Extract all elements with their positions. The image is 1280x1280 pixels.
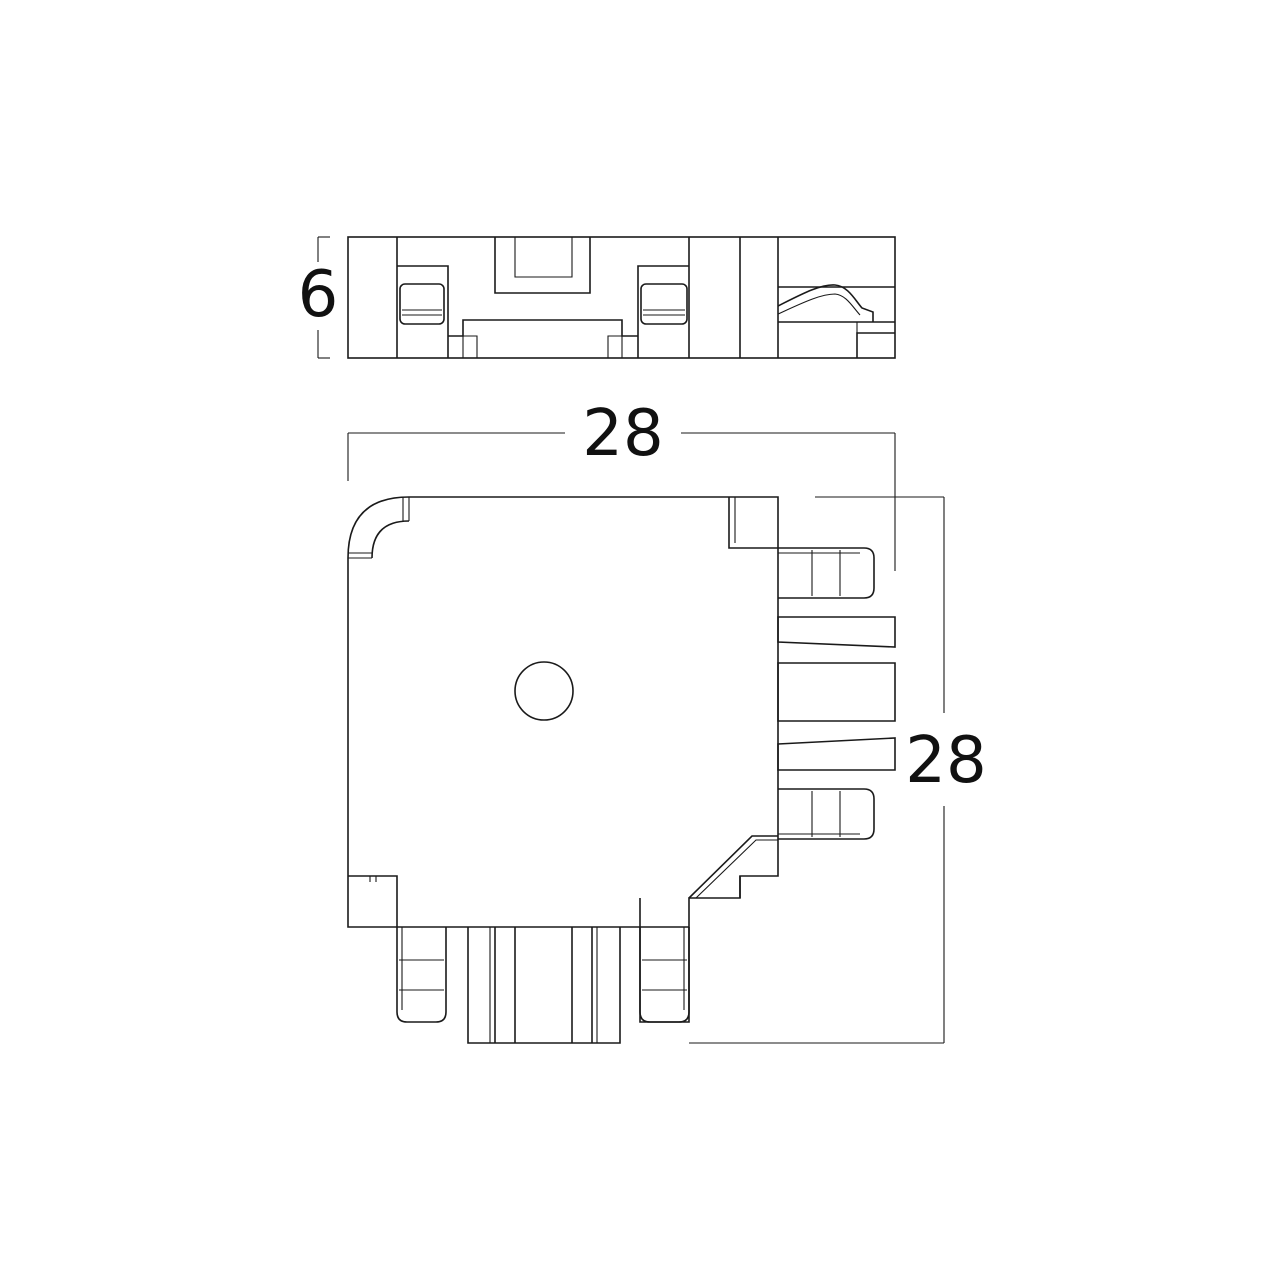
- dimension-height-label: 6: [298, 258, 339, 332]
- clip-right-upper: [778, 547, 875, 599]
- dimension-depth: 28: [689, 496, 987, 1044]
- side-view: [347, 236, 896, 359]
- dimension-depth-label: 28: [905, 724, 986, 798]
- dimension-height: 6: [298, 236, 339, 359]
- side-clip-left: [397, 265, 449, 358]
- corner-detail-top-left: [348, 497, 410, 559]
- dimension-width-label: 28: [582, 397, 663, 471]
- clip-bottom-right: [639, 927, 690, 1023]
- clip-right-lower: [778, 788, 875, 840]
- side-spring-contact: [777, 284, 895, 358]
- clip-bottom-left: [396, 927, 447, 1023]
- mounting-hole: [514, 661, 574, 721]
- bottom-connector: [408, 926, 689, 1044]
- right-pins: [777, 616, 896, 771]
- top-view: [347, 496, 896, 1044]
- side-clip-right: [637, 265, 689, 358]
- dimension-width: 28: [347, 397, 896, 571]
